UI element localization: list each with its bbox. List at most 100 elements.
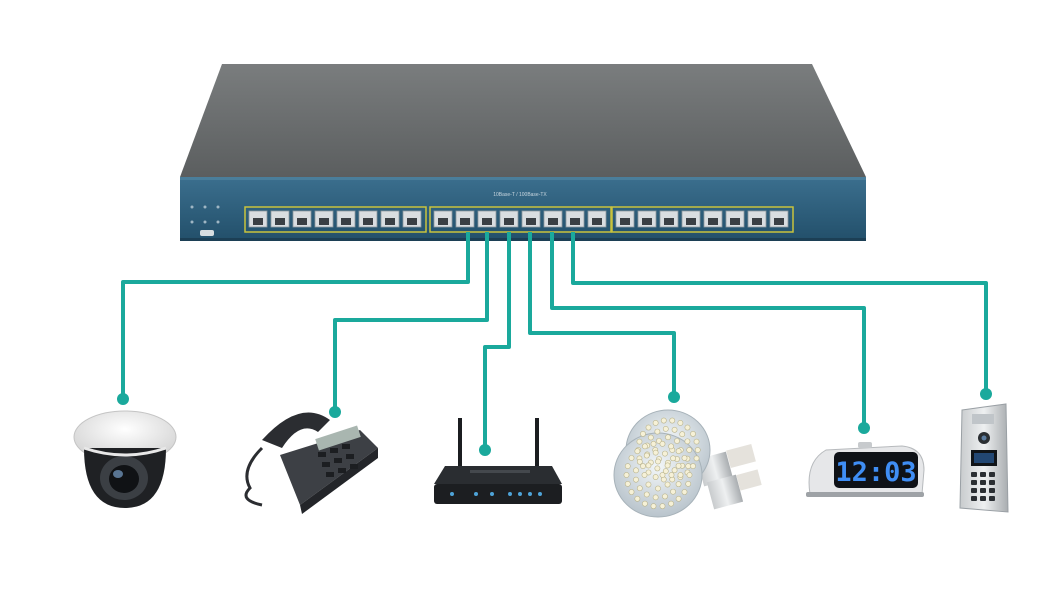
led-dot <box>655 458 661 465</box>
intercom-key <box>989 496 995 501</box>
led-dot <box>654 428 661 435</box>
led-dot <box>681 455 688 461</box>
intercom-key <box>980 496 986 501</box>
led-dot <box>671 426 678 433</box>
led-dot <box>677 472 684 478</box>
led-dot <box>652 420 659 426</box>
led-dot <box>636 438 643 445</box>
cable-intercom <box>571 232 988 392</box>
port-socket <box>664 218 674 225</box>
led-dot <box>675 448 682 455</box>
led-dot <box>645 462 652 469</box>
led-dot <box>662 425 669 432</box>
led-dot <box>675 462 682 469</box>
intercom-key <box>971 472 977 477</box>
led-dot <box>670 488 676 495</box>
port-socket <box>570 218 580 225</box>
switch-front-label: 10Base-T / 100Base-TX <box>493 192 547 198</box>
dome-camera-icon <box>73 410 177 508</box>
port-socket <box>686 218 696 225</box>
led-dot <box>662 493 668 500</box>
led-dot <box>652 449 659 456</box>
port-socket <box>642 218 652 225</box>
port-socket <box>385 218 395 225</box>
router-icon <box>434 418 562 504</box>
led-dot <box>633 476 639 483</box>
port-socket <box>341 218 351 225</box>
led-dot <box>693 455 700 462</box>
led-dot <box>677 420 684 426</box>
led-dot <box>660 417 667 424</box>
port-socket <box>363 218 373 225</box>
intercom-key <box>989 472 995 477</box>
port-array <box>244 206 794 233</box>
led-dot <box>668 443 674 450</box>
intercom-key <box>971 496 977 501</box>
led-dot <box>668 472 675 478</box>
cables <box>121 232 988 448</box>
led-dot <box>623 472 630 478</box>
port-group <box>611 206 794 233</box>
led-dot <box>686 447 693 453</box>
led-dot <box>645 481 652 488</box>
port-group <box>244 206 427 233</box>
cable-router <box>483 232 511 448</box>
led-dot <box>643 491 650 498</box>
port-socket <box>708 218 718 225</box>
port-socket <box>319 218 329 225</box>
port-socket <box>438 218 448 225</box>
led-dot <box>641 472 648 478</box>
led-bulb-icon <box>613 409 762 518</box>
led-dot <box>669 417 676 424</box>
mode-button[interactable] <box>200 230 214 236</box>
port-socket <box>253 218 263 225</box>
port-socket <box>730 218 740 225</box>
intercom-key <box>980 472 986 477</box>
led-dot <box>624 463 631 470</box>
port-socket <box>297 218 307 225</box>
led-dot <box>662 450 668 457</box>
led-dot <box>686 472 693 478</box>
led-dot <box>633 467 639 474</box>
switch-top-panel <box>180 64 866 177</box>
led-dot <box>662 468 669 475</box>
led-dot <box>694 447 701 453</box>
intercom-key <box>980 488 986 493</box>
led-dot <box>670 455 676 462</box>
port-socket <box>620 218 630 225</box>
led-dot <box>685 480 692 487</box>
clock-time: 12:03 <box>835 457 916 488</box>
intercom-icon <box>959 403 1009 513</box>
led-dot <box>628 489 635 495</box>
led-dot <box>652 494 659 501</box>
alarm-clock-icon: 12:03 <box>806 442 925 497</box>
port-socket <box>482 218 492 225</box>
led-dot <box>668 500 674 507</box>
led-dot <box>652 474 659 480</box>
led-dot <box>634 495 641 502</box>
led-dot <box>628 455 635 461</box>
port-socket <box>548 218 558 225</box>
cable-camera <box>121 232 470 397</box>
led-dot <box>643 452 650 459</box>
led-dot <box>640 431 646 437</box>
led-dot <box>636 485 643 492</box>
port-socket <box>407 218 417 225</box>
led-dot <box>693 438 700 445</box>
intercom-key <box>980 480 986 485</box>
port-socket <box>526 218 536 225</box>
cable-phone <box>333 232 489 410</box>
port-socket <box>592 218 602 225</box>
led-dot <box>636 458 643 465</box>
led-dot <box>690 431 696 437</box>
led-dot <box>647 434 654 441</box>
status-leds <box>190 205 220 224</box>
cable-endpoints <box>117 388 992 456</box>
port-socket <box>504 218 514 225</box>
led-dot <box>679 431 686 438</box>
led-dot <box>642 443 648 450</box>
led-dot <box>650 503 657 510</box>
bulb-led-dots <box>623 417 701 510</box>
led-dot <box>675 481 682 488</box>
